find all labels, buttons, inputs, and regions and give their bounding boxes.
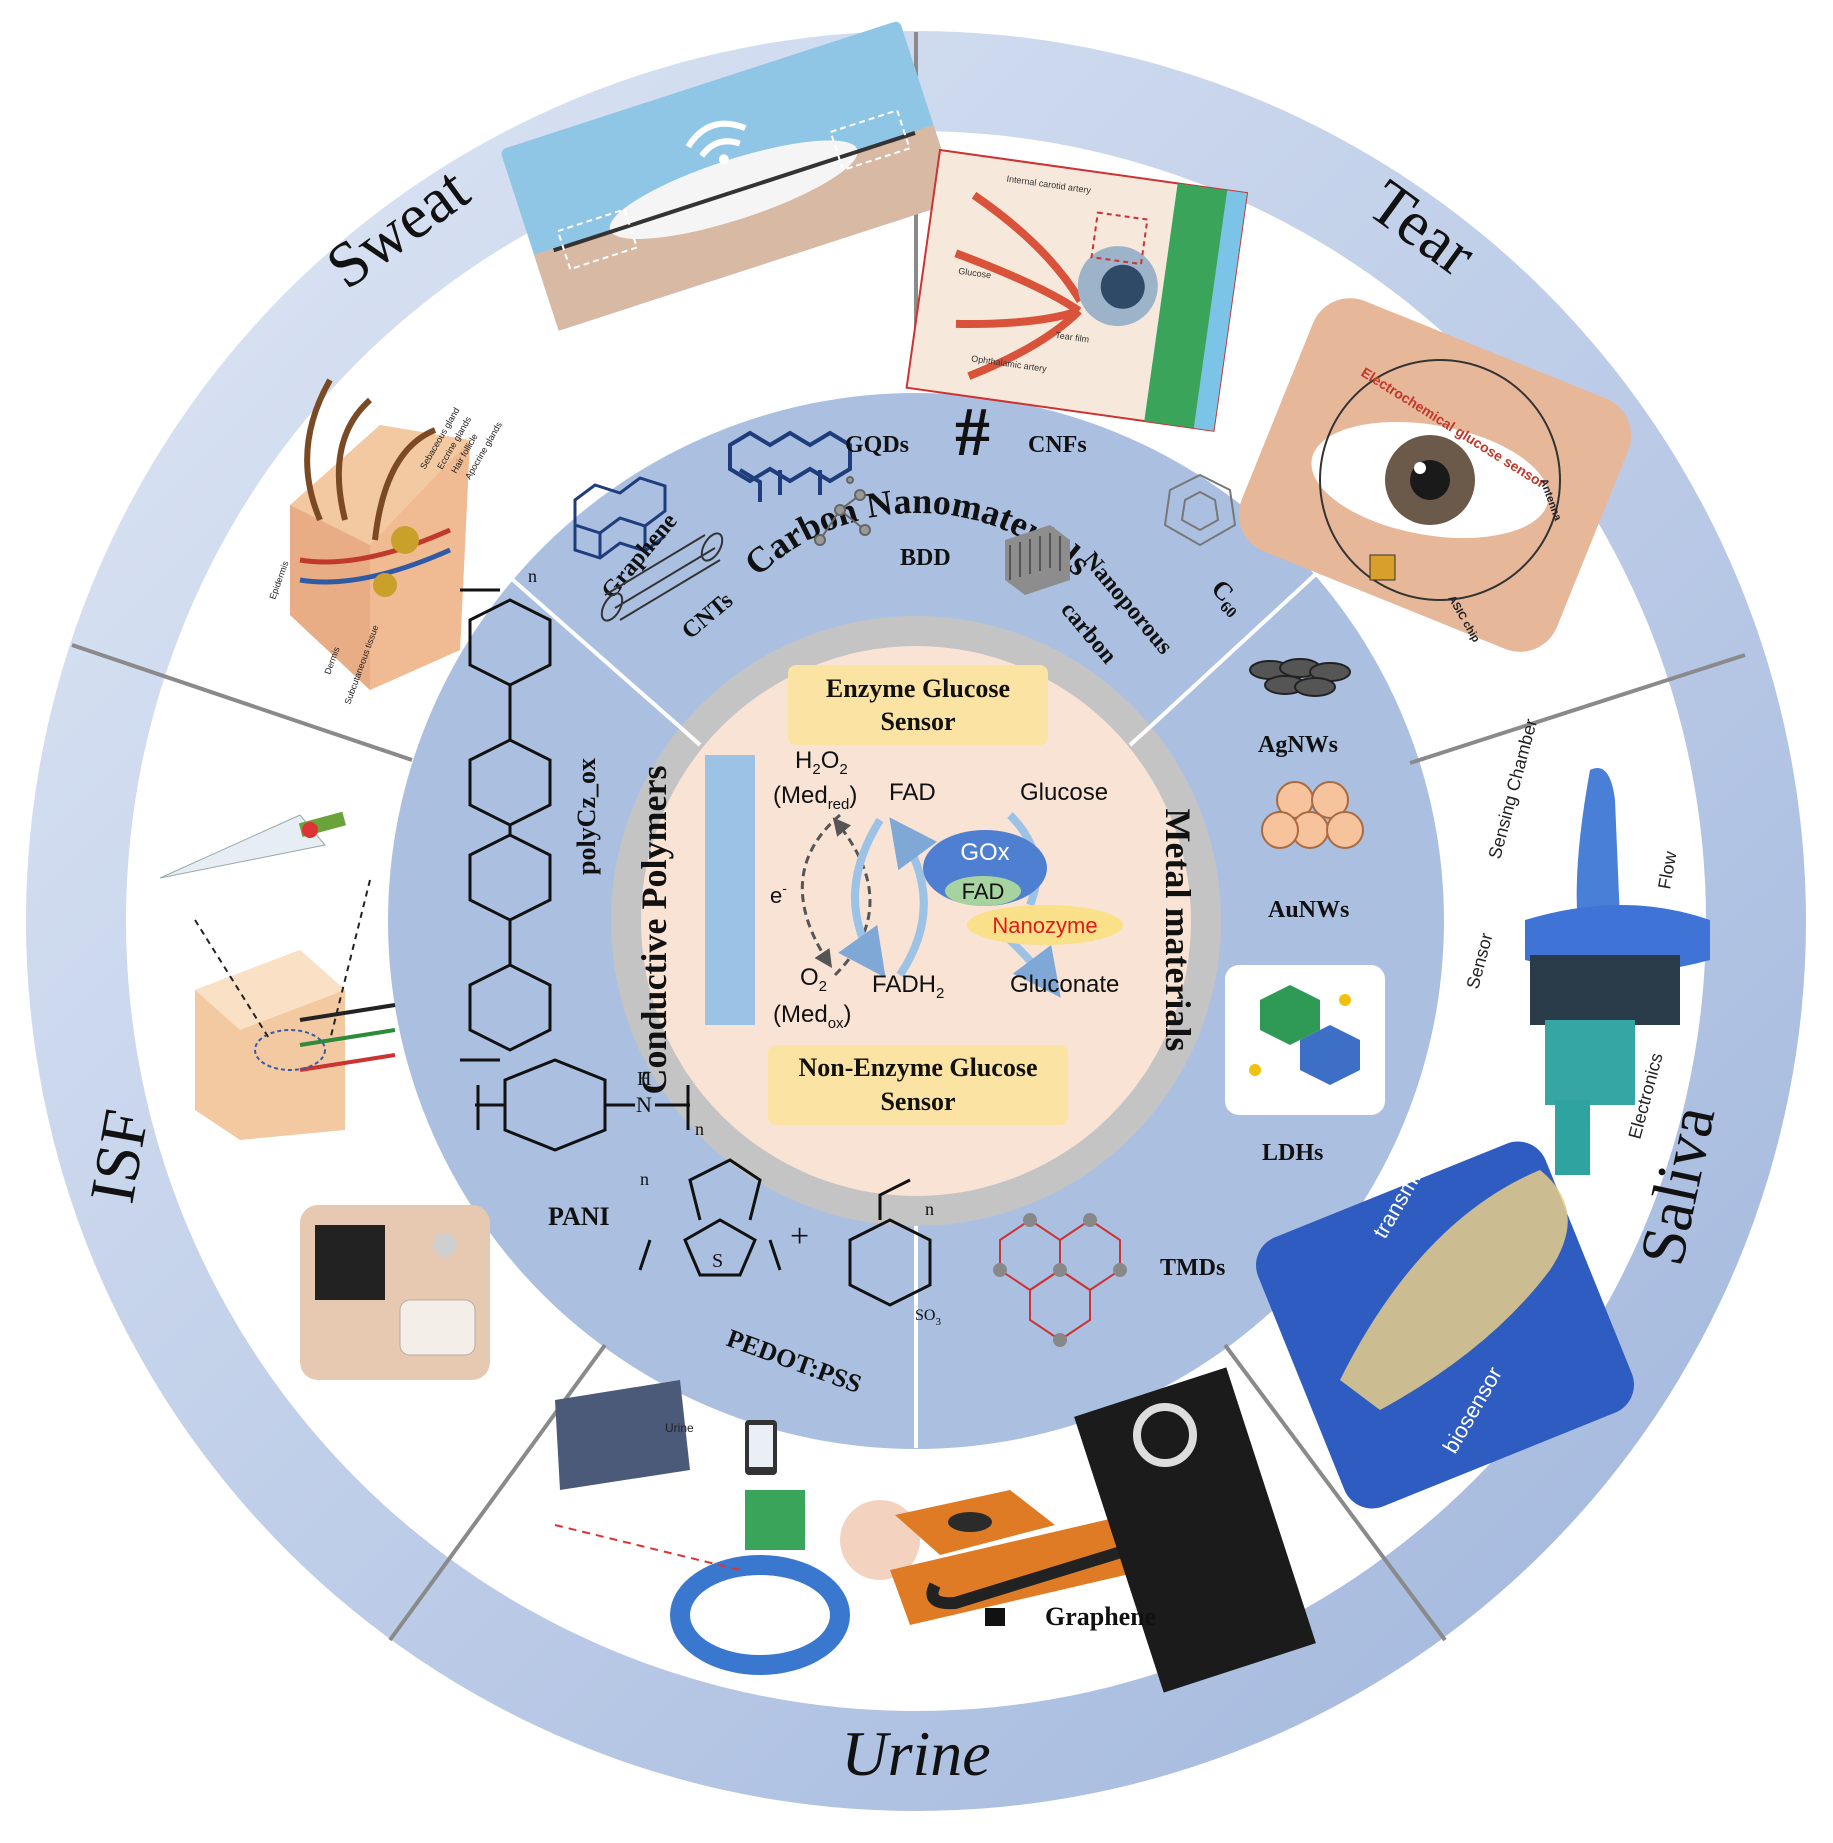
metal-materials-section: Metal materials AgNWs AuNWs LDHs TMDs [993,658,1385,1347]
sweat-patch-image [501,21,959,331]
bdd-icon [814,476,871,546]
electron-transfer-arrows [800,813,872,977]
fad-ellipse [945,876,1021,906]
polycz-n-label: n [528,566,537,586]
electrode-bar [705,755,755,1025]
polycz-label: polyCz_ox [572,758,601,875]
pss-so3-label: SO3 [915,1307,941,1328]
aunws-icon [1261,781,1364,849]
urine-diaper-image: Urine [554,1380,920,1675]
glucose-label: Glucose [1020,779,1108,806]
gqds-label: GQDs [845,432,909,458]
pani-n-label: n [695,1119,704,1139]
enzyme-label-line2: Sensor [880,707,955,736]
graphene-sheet-icon [573,476,667,560]
section-label-isf: ISF [76,1105,162,1208]
graphene-legend-label: Graphene [1045,1602,1156,1631]
cnts-icon [600,532,724,622]
c60-icon [1163,473,1237,547]
tear-artery-image: Internal carotid artery Glucose Tear fil… [905,148,1249,432]
tear-label-3: Tear film [1055,330,1090,345]
skin-cross-section-image: Sebaceous gland Eccrine glands Hair foll… [267,378,504,706]
core-mechanism: Enzyme Glucose Sensor H2O2 (Medred) e- O… [705,665,1123,1125]
ldhs-label: LDHs [1262,1140,1323,1166]
nanozyme-label: Nanozyme [992,913,1097,938]
tmds-label: TMDs [1160,1255,1225,1281]
tear-label-2: Glucose [958,266,992,280]
enzyme-label-box [788,665,1048,745]
fad-inner-label: FAD [962,879,1005,904]
o2-label: O2 [800,964,827,995]
h2o2-label: H2O2 [795,747,848,778]
isf-device-photo-image [300,1205,490,1380]
nonenzyme-label-line2: Sensor [880,1087,955,1116]
agnws-label: AgNWs [1258,732,1338,758]
middle-dividers [503,570,1320,1448]
polymer-ring-title: Conductive Polymers [634,766,674,1095]
fad-label: FAD [889,779,936,806]
pani-label: PANI [548,1202,610,1231]
isf-microneedle-cone-image [159,811,346,879]
med-ox-label: (Medox) [773,1001,852,1032]
pani-n-atom: N [636,1092,652,1117]
gluconate-label: Gluconate [1010,971,1119,998]
tmds-icon [993,1213,1127,1347]
section-label-urine: Urine [841,1718,990,1789]
pedot-n-label: n [640,1169,649,1189]
pani-structure-icon [475,1058,690,1152]
ldhs-icon [1225,965,1385,1115]
isf-skin-cube-image [194,879,396,1140]
pss-n-label: n [925,1199,934,1219]
polycz-structure-icon [460,588,552,1062]
enzyme-label-line1: Enzyme Glucose [826,674,1010,703]
gox-label: GOx [960,839,1009,866]
pedot-plus: + [790,1218,809,1255]
metal-ring-title: Metal materials [1158,809,1198,1052]
pedot-structure-icon [638,1158,932,1307]
cnfs-label: CNFs [1028,432,1087,458]
grey-dividers [678,725,1152,747]
pedot-s-atom: S [712,1250,723,1272]
aunws-label: AuNWs [1268,897,1349,923]
gqds-icon [728,430,852,502]
urine-label: Urine [665,1421,694,1435]
pani-h-label: H [637,1068,651,1090]
bdd-label: BDD [900,545,951,571]
fadh2-label: FADH2 [872,971,944,1002]
nanozyme-ellipse [967,905,1123,945]
nonenzyme-label-box [768,1045,1068,1125]
graphene-electrode-image: Graphene [890,1367,1316,1693]
cnfs-hash-icon: # [955,394,990,471]
nonenzyme-label-line1: Non-Enzyme Glucose [798,1053,1037,1082]
nanoporous-carbon-icon [1005,525,1070,595]
eye-lens-image: Electrochemical glucose sensor Antenna A… [1238,298,1632,652]
med-red-label: (Medred) [773,782,857,813]
electron-label: e- [770,880,787,908]
agnws-icon [1249,658,1351,697]
